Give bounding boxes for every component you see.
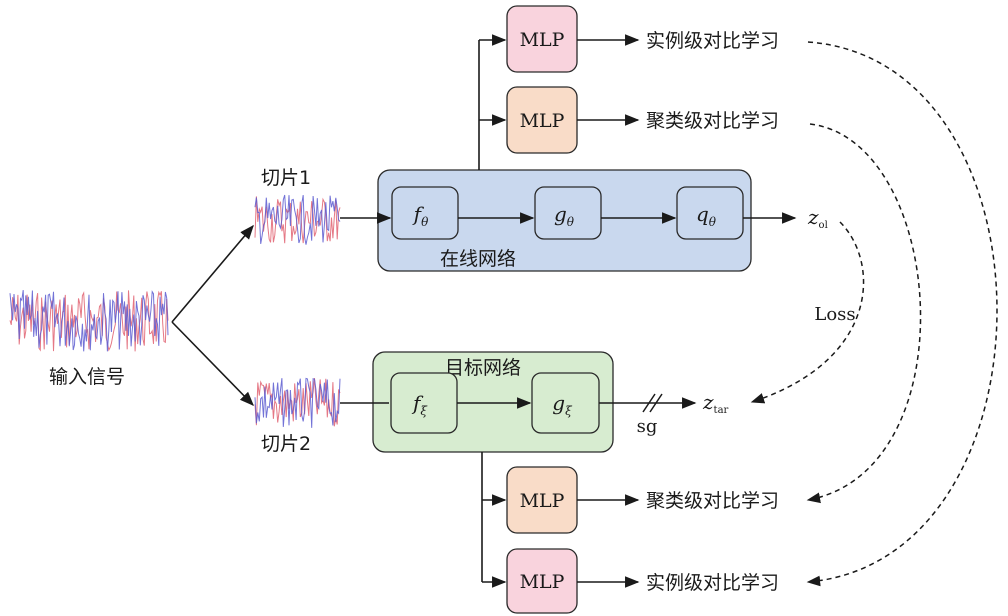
cluster-contrast-dashed-arrow bbox=[806, 123, 922, 504]
online-projector-g-block bbox=[534, 186, 602, 240]
sg-label: sg bbox=[637, 416, 658, 437]
online-cluster-mlp-label: MLP bbox=[520, 110, 565, 132]
online-network-label: 在线网络 bbox=[440, 248, 516, 270]
target-network-label: 目标网络 bbox=[445, 357, 521, 379]
stop-grad-slash-1 bbox=[642, 393, 656, 413]
instance-contrast-dashed-arrow bbox=[806, 41, 998, 587]
input-to-slice1-arrow bbox=[171, 224, 254, 323]
z-online-label: zol bbox=[807, 205, 828, 231]
online-predictor-q-block bbox=[676, 186, 744, 240]
slice1-label: 切片1 bbox=[261, 167, 311, 189]
slice1-waveform bbox=[254, 194, 341, 245]
input-signal-waveform bbox=[9, 290, 169, 352]
target-cluster-contrast-label: 聚类级对比学习 bbox=[646, 490, 779, 512]
stop-grad-slash-2 bbox=[649, 393, 663, 413]
target-cluster-mlp-label: MLP bbox=[520, 490, 565, 512]
online-q-label: qθ bbox=[696, 202, 717, 229]
target-projector-g-block bbox=[531, 372, 600, 434]
target-instance-mlp-block bbox=[506, 548, 578, 614]
online-cluster-contrast-label: 聚类级对比学习 bbox=[646, 110, 779, 132]
target-instance-mlp-label: MLP bbox=[520, 571, 565, 593]
input-signal-label: 输入信号 bbox=[49, 366, 125, 388]
target-g-label: gξ bbox=[552, 391, 573, 418]
online-g-label: gθ bbox=[554, 202, 575, 229]
input-to-slice2-arrow bbox=[171, 321, 255, 407]
online-instance-mlp-block bbox=[506, 5, 578, 73]
target-instance-contrast-label: 实例级对比学习 bbox=[646, 572, 779, 594]
slice2-label: 切片2 bbox=[261, 433, 311, 455]
online-encoder-f-block bbox=[391, 186, 459, 240]
target-encoder-f-block bbox=[390, 372, 458, 434]
z-target-label: ztar bbox=[702, 390, 729, 416]
loss-label: Loss bbox=[814, 304, 855, 325]
slice2-waveform bbox=[254, 377, 341, 428]
online-instance-mlp-label: MLP bbox=[520, 29, 565, 51]
online-instance-contrast-label: 实例级对比学习 bbox=[646, 30, 779, 52]
loss-dashed-arrow bbox=[750, 221, 865, 404]
